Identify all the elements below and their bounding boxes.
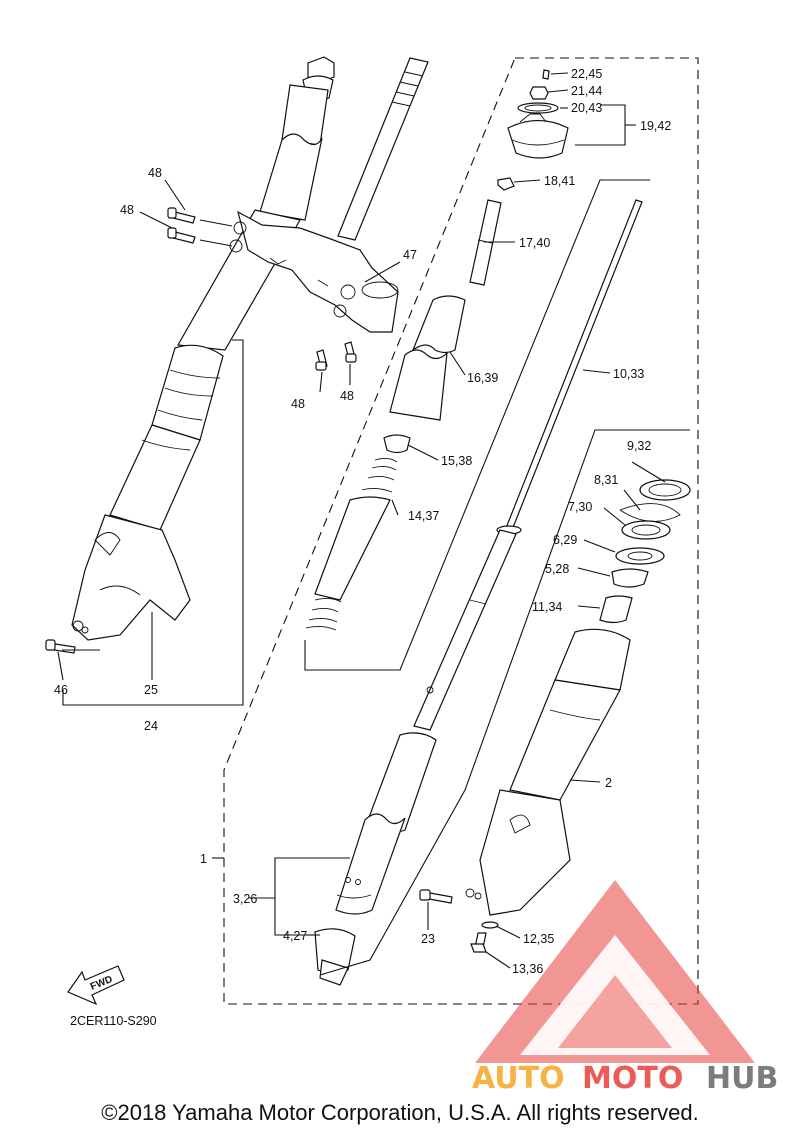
watermark-auto: AUTO — [472, 1061, 565, 1096]
assembled-fork — [45, 56, 429, 706]
callout-14-37: 14,37 — [408, 509, 439, 523]
watermark-hub: HUB — [706, 1061, 778, 1096]
callout-48-left: 48 — [120, 203, 134, 217]
callout-13-36: 13,36 — [512, 962, 543, 976]
callout-1: 1 — [200, 852, 207, 866]
callout-labels: 22,45 21,44 20,43 19,42 18,41 17,40 16,3… — [54, 67, 671, 976]
callout-46: 46 — [54, 683, 68, 697]
diagram-code: 2CER110-S290 — [70, 1014, 157, 1028]
automotohub-logo: AUTO MOTO HUB — [472, 880, 778, 1096]
callout-23: 23 — [421, 932, 435, 946]
callout-48-bottom-left: 48 — [291, 397, 305, 411]
copyright-notice: ©2018 Yamaha Motor Corporation, U.S.A. A… — [101, 1100, 699, 1125]
callout-48-bottom-right: 48 — [340, 389, 354, 403]
callout-20-43: 20,43 — [571, 101, 602, 115]
callout-24: 24 — [144, 719, 158, 733]
callout-10-33: 10,33 — [613, 367, 644, 381]
callout-9-32: 9,32 — [627, 439, 651, 453]
callout-2: 2 — [605, 776, 612, 790]
callout-25: 25 — [144, 683, 158, 697]
callout-6-29: 6,29 — [553, 533, 577, 547]
callout-4-27: 4,27 — [283, 929, 307, 943]
callout-48-top: 48 — [148, 166, 162, 180]
cap-parts — [212, 69, 691, 986]
callout-12-35: 12,35 — [523, 932, 554, 946]
callout-8-31: 8,31 — [594, 473, 618, 487]
callout-47: 47 — [403, 248, 417, 262]
callout-21-44: 21,44 — [571, 84, 602, 98]
callout-15-38: 15,38 — [441, 454, 472, 468]
callout-19-42: 19,42 — [640, 119, 671, 133]
watermark-moto: MOTO — [582, 1061, 683, 1096]
callout-11-34: 11,34 — [532, 600, 562, 614]
callout-3-26: 3,26 — [233, 892, 257, 906]
callout-17-40: 17,40 — [519, 236, 550, 250]
callout-16-39: 16,39 — [467, 371, 498, 385]
fwd-arrow-icon: FWD — [67, 965, 125, 1006]
callout-18-41: 18,41 — [544, 174, 575, 188]
assembly-boundary — [223, 57, 699, 1005]
callout-7-30: 7,30 — [568, 500, 592, 514]
callout-22-45: 22,45 — [571, 67, 602, 81]
callout-5-28: 5,28 — [545, 562, 569, 576]
